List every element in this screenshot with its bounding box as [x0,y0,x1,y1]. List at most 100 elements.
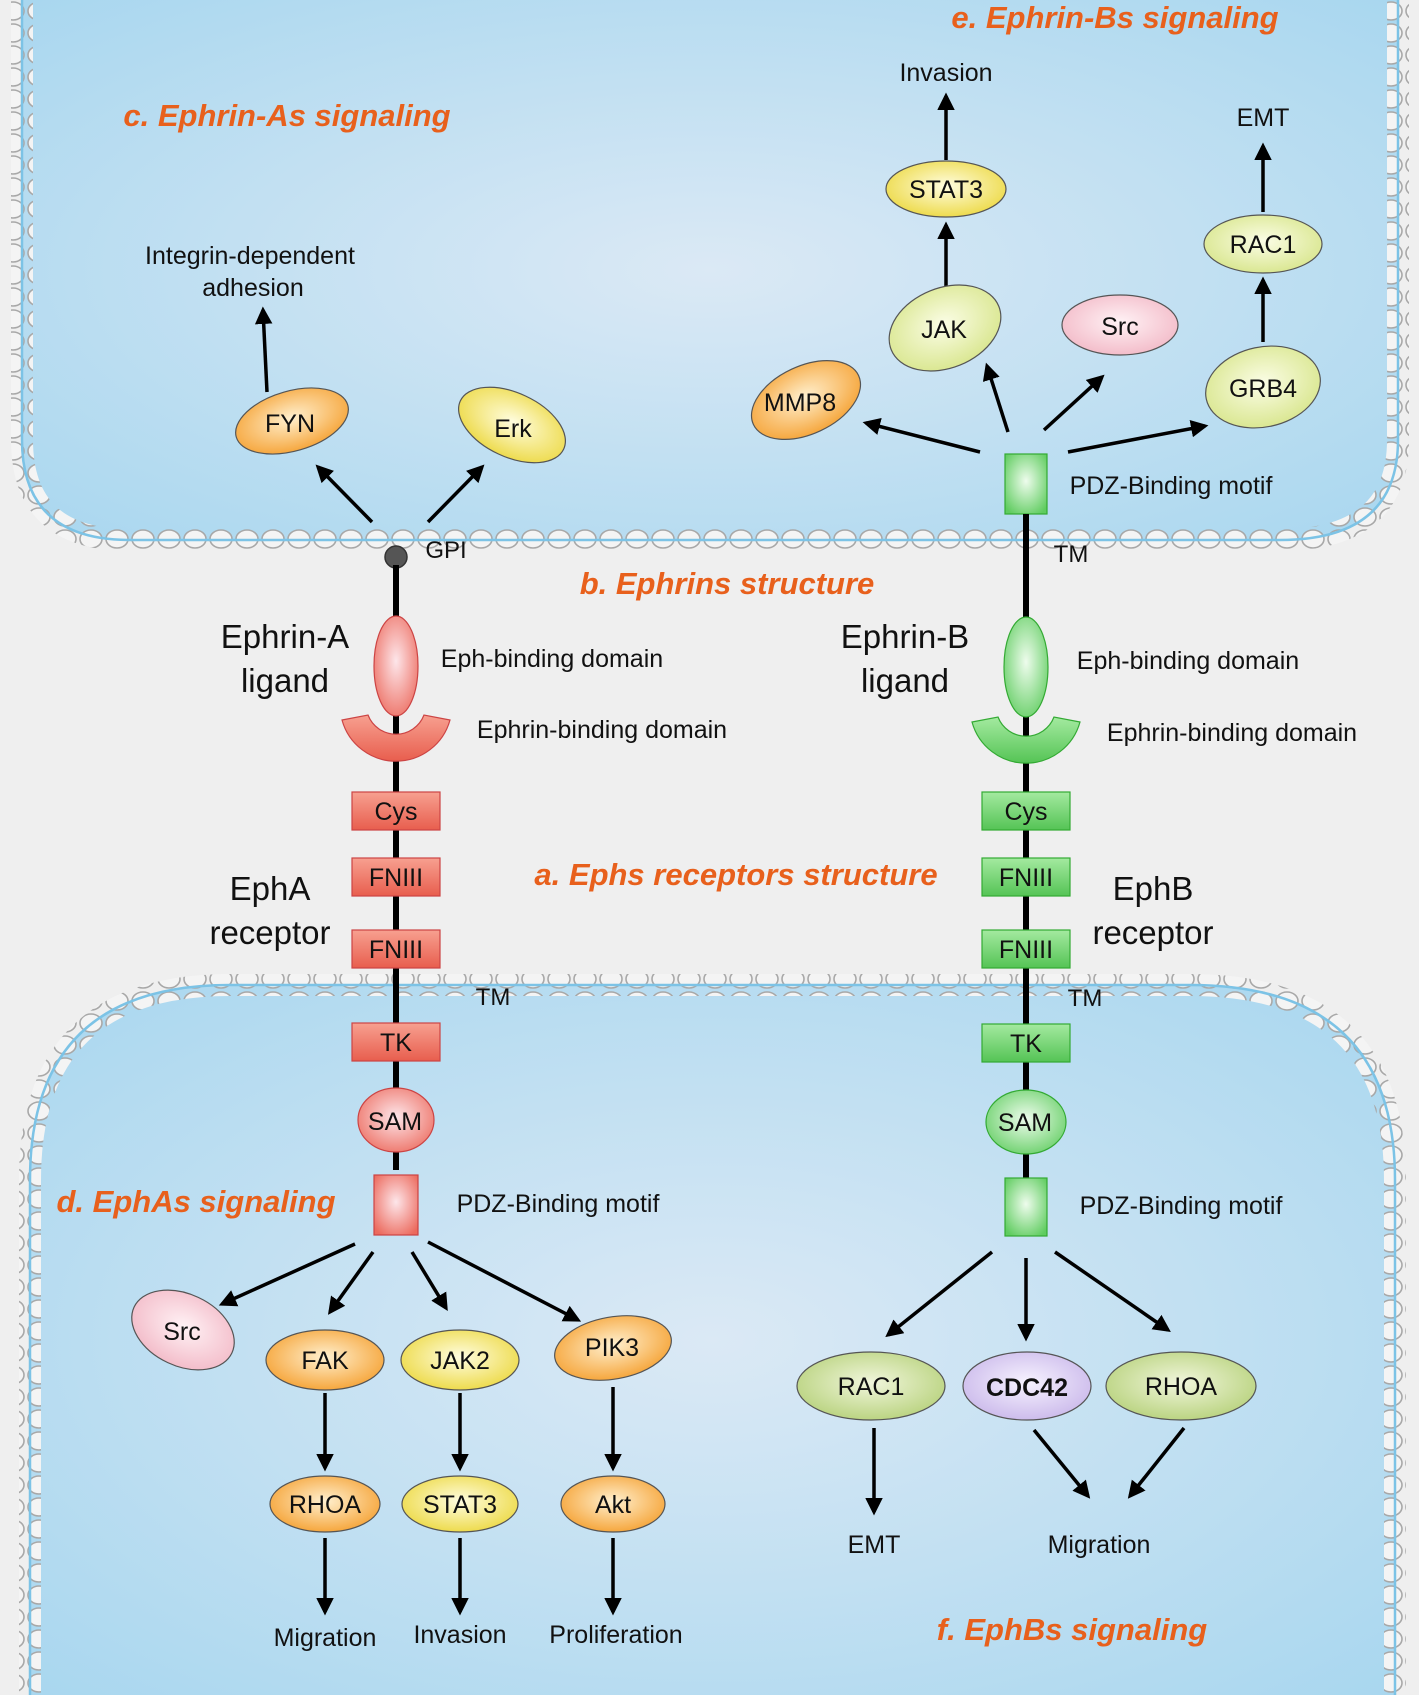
ephb-signaling: RAC1 CDC42 RHOA EMT Migration [796,1250,1257,1559]
epha-src-node [131,1289,235,1371]
cdc42-label: CDC42 [986,1374,1068,1402]
jak2-node [400,1329,520,1391]
top-membrane-core [20,0,1400,542]
gpi-anchor [384,545,408,569]
ephrin-a-eph-binding-label: Eph-binding domain [441,645,663,673]
epha-fniii-domain-1 [351,857,441,897]
section-f-title: f. EphBs signaling [937,1612,1207,1647]
pdz-to-jak-arrow [982,362,1010,433]
ephb-pdz-label: PDZ-Binding motif [1080,1192,1283,1220]
section-a-title: a. Ephs receptors structure [534,857,937,892]
erk-node [457,386,567,464]
ephb-rac1-label: RAC1 [838,1373,905,1401]
epha-ephrin-binding-domain [341,714,451,762]
ephrin-b-eph-binding-domain [1003,616,1049,718]
ephb-fniii-label-1: FNIII [999,864,1053,892]
ephrin-a-ligand-title-line1: Ephrin-A [221,618,349,655]
top-cell-cytoplasm [22,0,1398,540]
ephb-to-rac1-arrow [885,1250,994,1338]
ephb-cys-domain [981,791,1071,831]
grb4-label: GRB4 [1229,375,1297,403]
ephb-rhoa-node [1105,1351,1257,1421]
bottom-membrane-core [28,983,1397,1695]
mmp8-label: MMP8 [764,389,836,417]
ephb-ephrin-binding-domain [971,716,1081,764]
mmp8-node [750,360,862,440]
epha-to-pik3-arrow [427,1240,582,1322]
epha-to-jak2-arrow [410,1251,448,1311]
ephb-receptor-title-line1: EphB [1113,870,1194,907]
ephb-fniii-domain-2 [981,929,1071,969]
ephb-sam-label: SAM [998,1109,1052,1137]
pdz-to-mmp8-arrow [862,417,981,454]
epha-tk-domain [351,1022,441,1062]
pdz-to-grb4-arrow [1067,420,1209,454]
section-d-title: d. EphAs signaling [56,1184,335,1219]
epha-proliferation-label: Proliferation [549,1621,682,1649]
ephrin-b-pdz-motif [1004,453,1048,515]
ephb-to-rhoa-arrow [1054,1250,1171,1332]
epha-rhoa-label: RHOA [289,1491,362,1519]
ephrin-a-eph-binding-domain [373,615,419,717]
epha-invasion-label: Invasion [413,1621,506,1649]
ephrin-b-stat3-node [885,160,1007,218]
gpi-to-erk-arrow [426,464,485,524]
ephrin-b-emt-label: EMT [1237,104,1290,132]
epha-migration-label: Migration [274,1624,377,1652]
akt-node [560,1475,666,1533]
ephb-ephrin-binding-label: Ephrin-binding domain [1107,719,1357,747]
epha-structure: Ephrin-A ligand Eph-binding domain Ephri… [209,565,727,1236]
epha-receptor-title-line1: EphA [230,870,311,907]
jak-node [888,284,1002,372]
gpi-label: GPI [425,537,466,564]
epha-tk-label: TK [380,1029,412,1057]
epha-stat3-label: STAT3 [423,1491,497,1519]
fyn-label: FYN [265,410,315,438]
integrin-adhesion-label-line1: Integrin-dependent [145,242,355,270]
ephrin-b-rac1-label: RAC1 [1230,231,1297,259]
rhoa-to-migration-arrow-b [1127,1426,1186,1499]
section-c-title: c. Ephrin-As signaling [123,98,450,133]
epha-sam-domain [357,1087,435,1153]
epha-fniii-domain-2 [351,929,441,969]
epha-to-src-arrow [218,1242,356,1307]
ephb-rhoa-label: RHOA [1145,1373,1218,1401]
ephb-emt-label: EMT [848,1531,901,1559]
gpi-to-fyn-arrow [315,464,374,524]
ephrin-b-ligand-title-line2: ligand [861,662,949,699]
epha-fniii-label-1: FNIII [369,864,423,892]
epha-receptor-title-line2: receptor [209,914,330,951]
pik3-node [554,1315,672,1381]
ephrin-b-eph-binding-label: Eph-binding domain [1077,647,1299,675]
ephrin-b-src-label: Src [1101,313,1139,341]
ephrin-b-rac1-node [1203,214,1323,274]
ephrin-b-src-node [1061,294,1179,356]
epha-ephrin-binding-label: Ephrin-binding domain [477,716,727,744]
fak-label: FAK [301,1347,349,1375]
epha-to-fak-arrow [327,1250,375,1315]
ephb-sam-domain [985,1089,1067,1155]
ephb-structure: Ephrin-B ligand Eph-binding domain Ephri… [841,514,1357,1237]
ephrin-b-invasion-label: Invasion [899,59,992,87]
section-e-title: e. Ephrin-Bs signaling [951,0,1278,35]
pik3-label: PIK3 [585,1334,639,1362]
ephrin-b-signaling: Invasion STAT3 JAK Src MMP8 EMT RAC1 GRB… [750,59,1323,568]
fyn-to-adhesion-arrow [254,306,273,393]
epha-sam-label: SAM [368,1108,422,1136]
cdc42-node [962,1351,1092,1421]
epha-stat3-node [401,1475,519,1533]
ephb-rac1-node [796,1351,946,1421]
ephb-fniii-domain-1 [981,857,1071,897]
ephrin-a-signaling: Integrin-dependent adhesion FYN Erk GPI [145,242,567,569]
epha-pdz-motif [373,1174,419,1236]
epha-cys-domain [351,791,441,831]
epha-signaling: Src FAK JAK2 PIK3 RHOA STAT3 Akt Migrati… [131,1240,683,1652]
epha-src-label: Src [163,1318,201,1346]
pdz-to-src-arrow [1042,374,1105,432]
ephb-tk-label: TK [1010,1030,1042,1058]
epha-cys-label: Cys [374,798,417,826]
ephb-receptor-title-line2: receptor [1092,914,1213,951]
ephrin-b-tm-label: TM [1054,541,1089,568]
